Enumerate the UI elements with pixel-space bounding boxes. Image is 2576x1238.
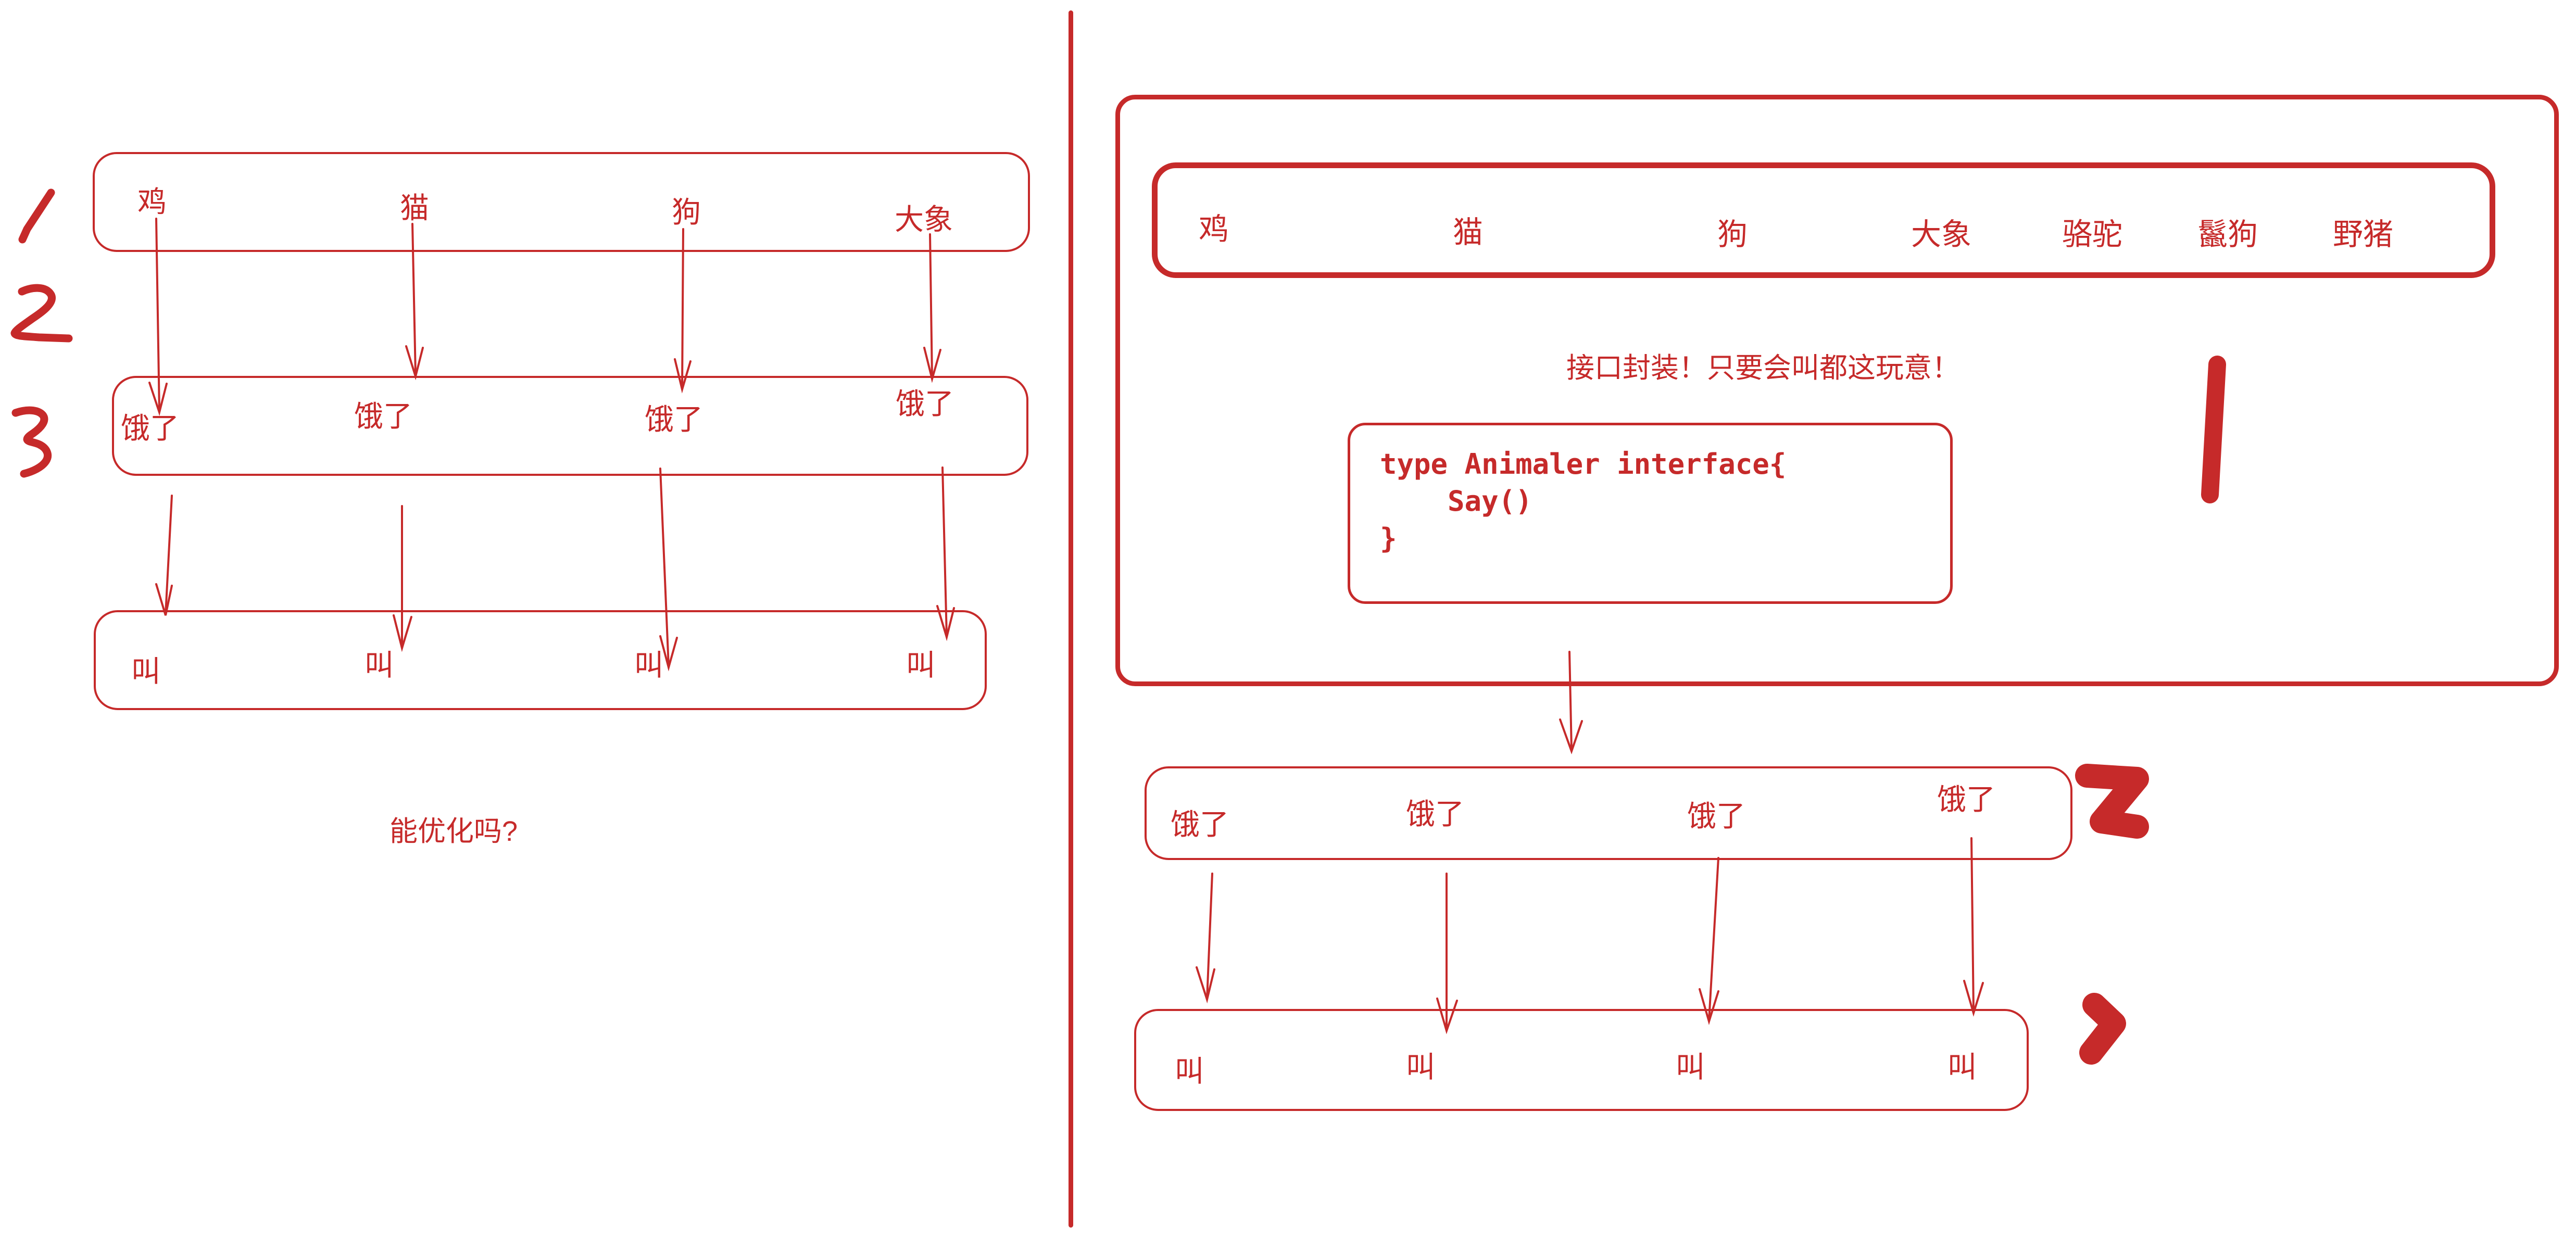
left-caption: 能优化吗? — [389, 816, 518, 847]
right-shout-label-1: 叫 — [1406, 1051, 1435, 1083]
right-hungry-label-1: 饿了 — [1406, 798, 1464, 830]
left-species-box — [93, 152, 1030, 252]
right-code-box — [1348, 423, 1953, 604]
right-species-label-2: 狗 — [1717, 218, 1748, 251]
right-shout-label-3: 叫 — [1947, 1051, 1977, 1083]
panel-divider — [1069, 10, 1073, 1228]
right-hungry-label-3: 饿了 — [1937, 783, 1995, 816]
left-hungry-label-1: 饿了 — [354, 400, 412, 433]
right-shout-label-0: 叫 — [1175, 1055, 1204, 1088]
right-species-label-0: 鸡 — [1199, 212, 1229, 246]
left-shout-label-3: 叫 — [906, 649, 935, 681]
left-step-1-mark — [18, 188, 55, 244]
left-hungry-box — [112, 376, 1028, 476]
right-step-3-mark — [2079, 993, 2126, 1065]
right-code-text: type Animaler interface{ Say() } — [1380, 448, 1787, 555]
left-shout-box — [94, 610, 987, 710]
left-arrow-species-3-head — [923, 347, 941, 383]
left-step-2-mark — [10, 284, 73, 343]
right-species-label-4: 骆驼 — [2062, 218, 2123, 251]
left-hungry-label-2: 饿了 — [645, 403, 703, 436]
right-outer-group-box — [1115, 95, 2559, 686]
left-arrow-species-3 — [929, 233, 933, 378]
right-species-label-5: 鬣狗 — [2197, 218, 2258, 251]
right-arrow-hungry-3-head — [1963, 980, 1984, 1017]
right-hungry-box — [1145, 766, 2072, 860]
right-hungry-label-0: 饿了 — [1171, 808, 1229, 841]
left-species-label-2: 狗 — [672, 196, 701, 229]
right-arrow-hungry-0 — [1206, 873, 1213, 1000]
right-shout-box — [1134, 1009, 2029, 1111]
left-hungry-label-3: 饿了 — [896, 387, 954, 420]
right-annotation: 接口封装！只要会叫都这玩意！ — [1566, 352, 1960, 384]
left-arrow-species-1-head — [405, 345, 424, 381]
left-step-3-mark — [11, 406, 52, 478]
right-arrow-hungry-2 — [1708, 857, 1719, 1021]
left-species-label-0: 鸡 — [137, 185, 167, 218]
right-arrow-hungry-0-head — [1196, 966, 1215, 1004]
right-step-2-mark — [2075, 764, 2149, 839]
right-species-label-6: 野猪 — [2333, 218, 2394, 251]
left-hungry-label-0: 饿了 — [121, 412, 179, 445]
right-species-label-3: 大象 — [1911, 218, 1972, 251]
left-shout-label-2: 叫 — [634, 649, 663, 681]
right-arrow-hungry-3 — [1970, 837, 1975, 1012]
left-shout-label-1: 叫 — [365, 649, 394, 681]
left-species-label-3: 大象 — [895, 203, 953, 236]
right-arrow-group-to-hungry-head — [1559, 718, 1583, 755]
left-arrow-hungry-0 — [165, 495, 173, 615]
left-species-label-1: 猫 — [400, 192, 429, 224]
right-species-box — [1152, 162, 2495, 278]
left-shout-label-0: 叫 — [131, 655, 160, 688]
right-shout-label-2: 叫 — [1676, 1051, 1705, 1083]
right-species-label-1: 猫 — [1453, 216, 1484, 249]
right-hungry-label-2: 饿了 — [1687, 800, 1745, 832]
left-arrow-species-2 — [681, 228, 684, 389]
